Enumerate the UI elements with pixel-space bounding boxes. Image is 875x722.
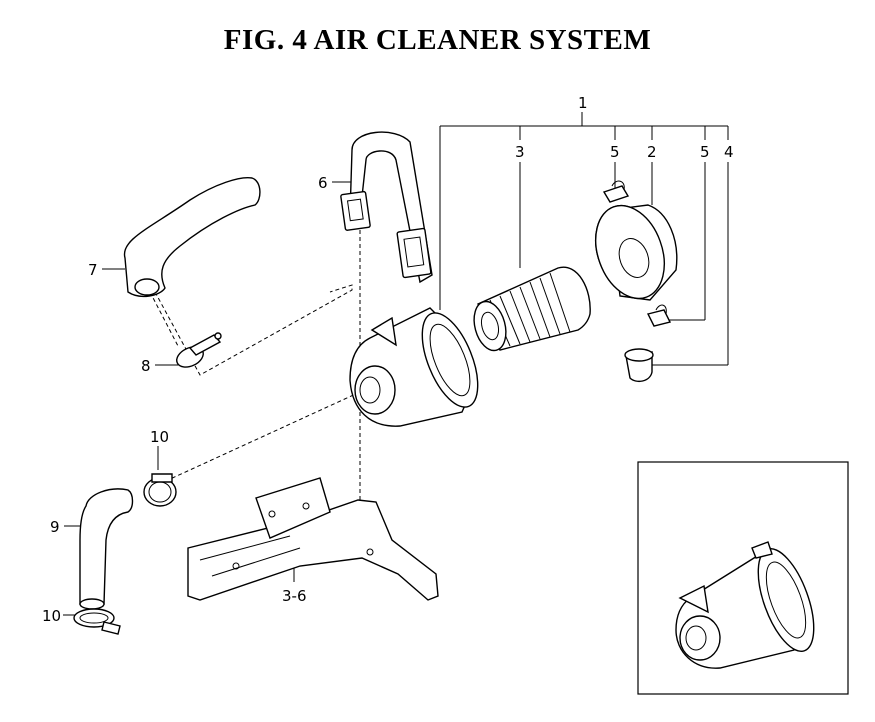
filter-pleats [489, 272, 571, 347]
callout-5-right: 5 [700, 143, 710, 161]
air-cleaner-variant-1a [675, 541, 815, 669]
filter-element-part-3 [473, 266, 591, 352]
callout-6: 6 [318, 174, 328, 192]
cover-part-2 [595, 204, 678, 301]
figure-title: FIG. 4 AIR CLEANER SYSTEM [223, 24, 652, 56]
clip-part-5-top [602, 180, 630, 203]
intake-hose-part-7 [123, 177, 261, 298]
clamp-part-8 [176, 332, 222, 368]
callout-3: 3 [515, 143, 525, 161]
valve-part-4 [624, 348, 654, 383]
hose-clamp-part-10-top [143, 473, 177, 507]
callout-4: 4 [724, 143, 734, 161]
callout-8: 8 [141, 357, 151, 375]
callout-2: 2 [647, 143, 657, 161]
inset-variant-box [637, 461, 849, 695]
strap-part-6 [340, 131, 433, 284]
air-cleaner-housing-part-1 [349, 307, 479, 427]
hose-clamp-part-10-bottom [73, 608, 121, 635]
callout-5-top: 5 [610, 143, 620, 161]
callout-3-6: 3-6 [282, 587, 307, 605]
callout-10-bottom: 10 [42, 607, 61, 625]
callout-7: 7 [88, 261, 98, 279]
clip-part-5-right [646, 304, 672, 327]
elbow-hose-part-9 [79, 488, 134, 610]
bracket-part-3-6 [187, 477, 439, 601]
callout-10-top: 10 [150, 428, 169, 446]
callout-9: 9 [50, 518, 60, 536]
callout-1-bracket [439, 112, 729, 310]
callout-1: 1 [578, 94, 588, 112]
